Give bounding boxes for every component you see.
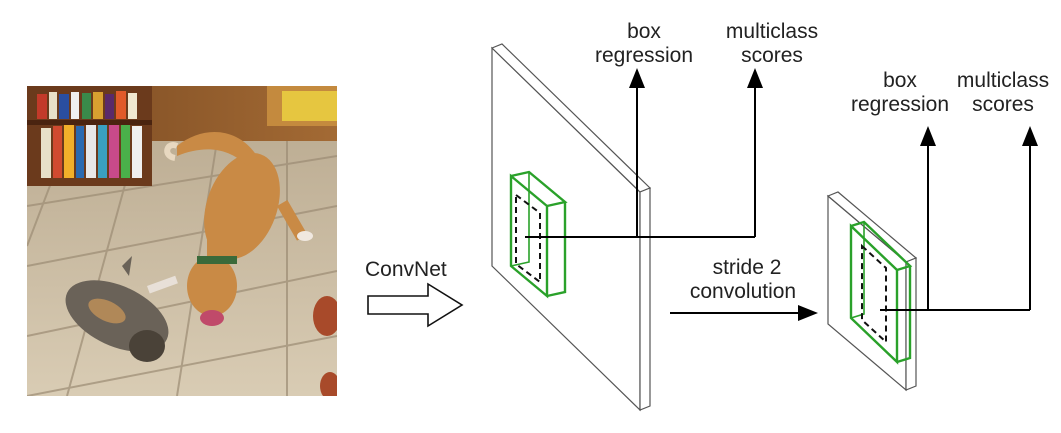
window-box-layer2 xyxy=(849,220,913,365)
box-regression-line1: box xyxy=(627,20,661,43)
box-regression-label-layer2: box regression xyxy=(840,69,960,117)
stride-label-line1: stride 2 xyxy=(712,256,782,279)
multiclass-scores-line1: multiclass xyxy=(725,20,819,43)
output-lines-layer1 xyxy=(525,68,763,238)
window-box-layer1 xyxy=(509,170,568,299)
convnet-label: ConvNet xyxy=(365,258,447,281)
multiclass-scores-label-layer2: multiclass scores xyxy=(945,69,1061,117)
receptive-field-layer1 xyxy=(515,193,541,284)
output-lines-layer2 xyxy=(880,126,1038,311)
box-regression-line2: regression xyxy=(594,44,694,67)
stride-label-line2: convolution xyxy=(689,280,797,303)
stride-label: stride 2 convolution xyxy=(690,256,797,304)
box-regression-line2: regression xyxy=(850,93,950,116)
box-regression-line1: box xyxy=(883,69,917,92)
multiclass-scores-line1: multiclass xyxy=(956,69,1050,92)
multiclass-scores-line2: scores xyxy=(741,44,803,67)
photo-cat-and-dog-icon xyxy=(27,86,337,396)
box-regression-label-layer1: box regression xyxy=(584,20,704,68)
convnet-arrow-icon xyxy=(367,282,464,328)
receptive-field-layer2 xyxy=(861,243,887,345)
multiclass-scores-label-layer1: multiclass scores xyxy=(712,20,832,68)
multiclass-scores-line2: scores xyxy=(972,93,1034,116)
input-photo xyxy=(27,86,337,396)
